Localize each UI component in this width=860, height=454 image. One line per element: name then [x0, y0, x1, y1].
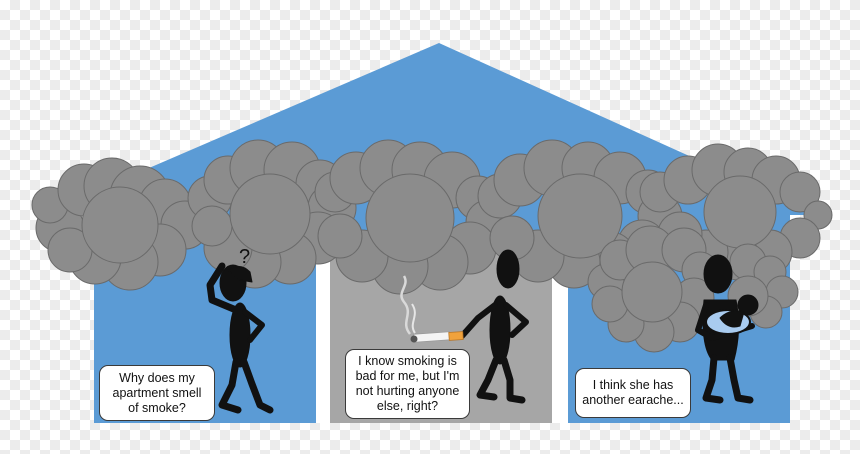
- cigarette-smoke-wisp-2: [411, 303, 416, 334]
- cigarette-filter: [448, 331, 464, 341]
- cigarette-smoke-wisp: [400, 275, 412, 335]
- figure-smoker: [459, 249, 529, 404]
- speech-bubble-smoker: I know smoking is bad for me, but I'm no…: [345, 349, 470, 419]
- figure-leg-right: [726, 354, 754, 404]
- figure-leg-right: [240, 358, 274, 414]
- figure-confused-resident: [206, 262, 274, 414]
- smoke-puff: [229, 173, 311, 255]
- smoke-puff: [365, 173, 455, 263]
- smoke-puff: [537, 173, 623, 259]
- cigarette-ember: [410, 335, 418, 343]
- figure-leg-left: [218, 358, 242, 414]
- smoke-puff: [191, 205, 233, 247]
- speech-bubble-resident: Why does my apartment smell of smoke?: [99, 365, 215, 421]
- figure-arm-hip: [503, 302, 529, 338]
- figure-body: [229, 302, 251, 368]
- speech-text-resident: Why does my apartment smell of smoke?: [112, 370, 202, 415]
- speech-bubble-parent: I think she has another earache...: [575, 368, 691, 418]
- figure-arm-hip: [242, 309, 265, 343]
- speech-text-smoker: I know smoking is bad for me, but I'm no…: [355, 354, 460, 413]
- figure-arm-raised: [206, 262, 240, 314]
- figure-cap: [227, 266, 253, 283]
- smoke-puff: [779, 171, 821, 213]
- wall-divider-left: [316, 240, 330, 423]
- smoke-puff: [703, 175, 777, 249]
- figure-parent-with-baby: [695, 254, 759, 404]
- smoke-puff: [621, 261, 683, 323]
- figure-leg-left: [702, 354, 724, 404]
- figure-body: [489, 295, 511, 365]
- speech-text-parent: I think she has another earache...: [582, 378, 684, 407]
- question-mark: ?: [239, 246, 251, 268]
- figure-head: [496, 249, 520, 289]
- smoke-clouds: [31, 139, 833, 353]
- cigarette: [400, 275, 464, 343]
- figure-leg-right: [500, 356, 526, 404]
- figure-arm-cigarette: [459, 302, 498, 339]
- smoke-puff: [81, 186, 159, 264]
- figure-head: [703, 254, 733, 294]
- baby-head: [737, 294, 759, 316]
- baby-body: [719, 310, 745, 328]
- smoke-puff: [317, 213, 363, 259]
- figure-leg-left: [476, 356, 500, 401]
